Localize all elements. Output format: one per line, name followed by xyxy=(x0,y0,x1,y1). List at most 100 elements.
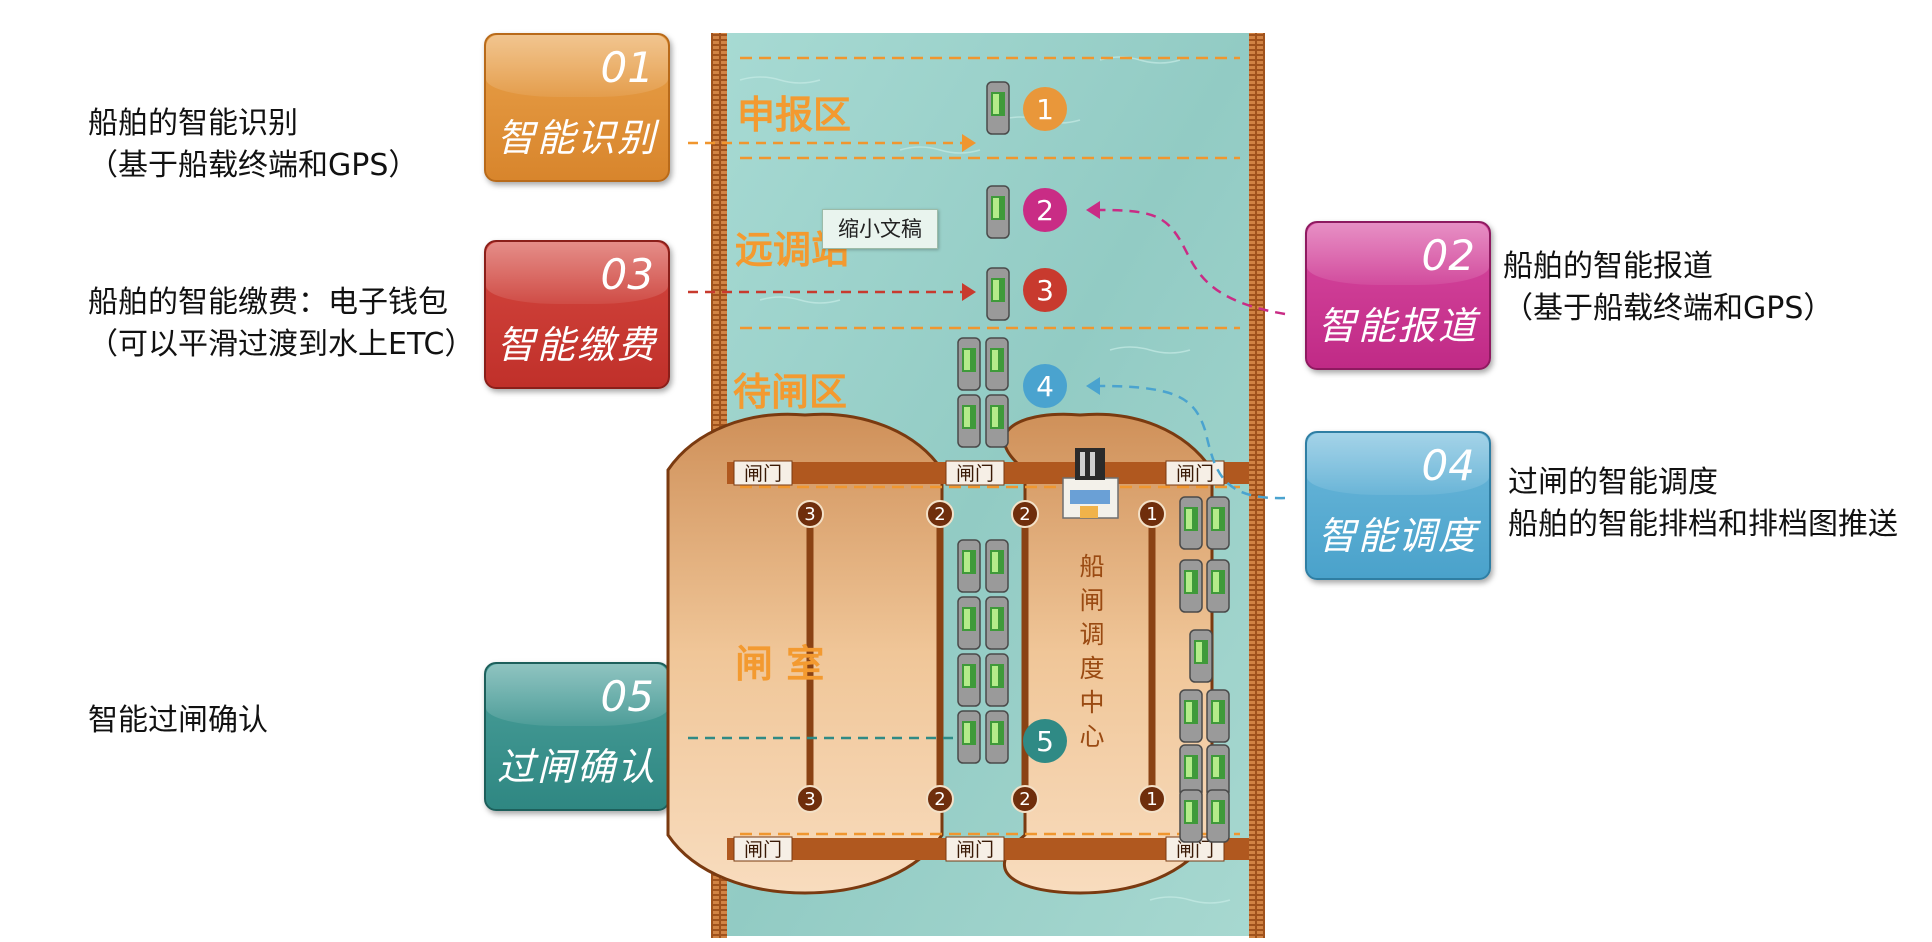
ship-icon xyxy=(1206,789,1230,843)
ship-icon xyxy=(957,337,981,391)
card-03-number: 03 xyxy=(600,250,654,299)
gate-marker-label: 3 xyxy=(804,504,815,525)
ship-icon xyxy=(1179,744,1203,798)
card-02-smart-report[interactable]: 02 智能报道 xyxy=(1305,221,1491,370)
step-marker-1-label: 1 xyxy=(1036,93,1054,126)
ship-icon xyxy=(986,81,1010,135)
connector-lines xyxy=(688,141,1286,740)
card-03-smart-payment[interactable]: 03 智能缴费 xyxy=(484,240,670,389)
gate-label-boxes xyxy=(733,460,1225,862)
desc-schedule-line1: 过闸的智能调度 xyxy=(1508,465,1718,500)
card-05-title: 过闸确认 xyxy=(496,745,657,789)
zone-labels: 申报区 远调站 待闸区 闸 室 xyxy=(733,93,851,686)
water-ripples xyxy=(739,56,1231,904)
ship-icon xyxy=(1189,629,1213,683)
zone-declare-label: 申报区 xyxy=(737,93,851,137)
connector-report xyxy=(1099,208,1286,316)
desc-confirm-line1: 智能过闸确认 xyxy=(88,703,268,738)
chamber-posts xyxy=(806,515,1156,800)
center-char: 心 xyxy=(1079,722,1104,751)
ship-icon xyxy=(1179,789,1203,843)
zone-waiting-label: 待闸区 xyxy=(733,370,847,414)
ship-icon xyxy=(1179,496,1203,550)
gate-marker-label: 1 xyxy=(1146,504,1157,525)
zone-dividers xyxy=(740,56,1240,836)
ship-icon xyxy=(985,337,1009,391)
gate-label: 闸门 xyxy=(744,463,782,485)
chamber-right xyxy=(1002,412,1214,895)
card-01-title: 智能识别 xyxy=(496,116,657,160)
gate-marker-label: 2 xyxy=(1019,504,1030,525)
step-marker-3 xyxy=(1023,268,1067,312)
connector-schedule xyxy=(1099,384,1286,500)
ship-icon xyxy=(985,394,1009,448)
ship-icon xyxy=(1179,689,1203,743)
ship-icon xyxy=(985,539,1009,593)
gate-label: 闸门 xyxy=(956,463,994,485)
desc-schedule-line2: 船舶的智能排档和排档图推送 xyxy=(1508,507,1898,542)
desc-identify-line1: 船舶的智能识别 xyxy=(88,106,298,141)
left-wall xyxy=(711,33,727,938)
desc-payment-line1: 船舶的智能缴费：电子钱包 xyxy=(88,285,448,320)
ship-icon xyxy=(957,539,981,593)
dispatch-center-label: 船 闸 调 度 中 心 xyxy=(1079,552,1104,751)
desc-schedule: 过闸的智能调度 船舶的智能排档和排档图推送 xyxy=(1508,462,1898,546)
gate-label: 闸门 xyxy=(956,839,994,861)
water-area xyxy=(725,33,1253,936)
gate-bars xyxy=(727,462,1249,860)
zone-chamber-label: 闸 室 xyxy=(735,642,824,686)
gate-label: 闸门 xyxy=(1176,839,1214,861)
gate-label: 闸门 xyxy=(1176,463,1214,485)
center-char: 船 xyxy=(1079,552,1104,581)
step-marker-5 xyxy=(1023,719,1067,763)
card-05-number: 05 xyxy=(600,672,654,721)
gate-markers: 3 2 2 1 3 2 2 1 xyxy=(796,500,1166,813)
ship-icon xyxy=(986,267,1010,321)
chamber-left xyxy=(666,412,944,895)
desc-identify-line2: （基于船载终端和GPS） xyxy=(88,148,419,183)
step-marker-3-label: 3 xyxy=(1036,274,1054,307)
ship-icon xyxy=(985,653,1009,707)
desc-report: 船舶的智能报道 （基于船载终端和GPS） xyxy=(1503,246,1833,330)
ships-layer xyxy=(957,81,1230,843)
tooltip-shrink-document: 缩小文稿 xyxy=(822,209,938,249)
center-char: 度 xyxy=(1079,654,1104,683)
ship-icon xyxy=(986,185,1010,239)
card-02-number: 02 xyxy=(1421,231,1475,280)
ship-icon xyxy=(957,394,981,448)
gate-labels: 闸门 闸门 闸门 闸门 闸门 闸门 xyxy=(744,463,1214,861)
desc-payment-line2: （可以平滑过渡到水上ETC） xyxy=(88,327,475,362)
card-02-title: 智能报道 xyxy=(1317,304,1478,348)
desc-identify: 船舶的智能识别 （基于船载终端和GPS） xyxy=(88,103,418,187)
gate-marker-label: 2 xyxy=(934,504,945,525)
gate-marker-label: 2 xyxy=(1019,789,1030,810)
desc-report-line2: （基于船载终端和GPS） xyxy=(1503,291,1834,326)
step-marker-4-label: 4 xyxy=(1036,370,1054,403)
ship-icon xyxy=(1206,559,1230,613)
card-04-smart-schedule[interactable]: 04 智能调度 xyxy=(1305,431,1491,580)
desc-payment: 船舶的智能缴费：电子钱包 （可以平滑过渡到水上ETC） xyxy=(88,282,474,366)
ship-icon xyxy=(1206,689,1230,743)
ship-icon xyxy=(1206,744,1230,798)
right-wall xyxy=(1249,33,1265,938)
step-marker-2-label: 2 xyxy=(1036,194,1054,227)
card-05-confirm-pass[interactable]: 05 过闸确认 xyxy=(484,662,670,811)
desc-report-line1: 船舶的智能报道 xyxy=(1503,249,1713,284)
card-01-smart-identify[interactable]: 01 智能识别 xyxy=(484,33,670,182)
center-char: 调 xyxy=(1079,620,1104,649)
step-markers: 1 2 3 4 5 xyxy=(1023,87,1067,763)
gate-marker-label: 3 xyxy=(804,789,815,810)
card-01-number: 01 xyxy=(600,43,654,92)
step-marker-2 xyxy=(1023,188,1067,232)
center-char: 闸 xyxy=(1079,586,1104,615)
gate-marker-label: 1 xyxy=(1146,789,1157,810)
ship-icon xyxy=(957,710,981,764)
gate-label: 闸门 xyxy=(744,839,782,861)
ship-icon xyxy=(985,596,1009,650)
desc-confirm: 智能过闸确认 xyxy=(88,700,268,742)
dispatch-building-icon xyxy=(1062,448,1119,519)
center-char: 中 xyxy=(1079,688,1104,717)
ship-icon xyxy=(957,596,981,650)
connector-arrowheads xyxy=(962,134,1100,395)
